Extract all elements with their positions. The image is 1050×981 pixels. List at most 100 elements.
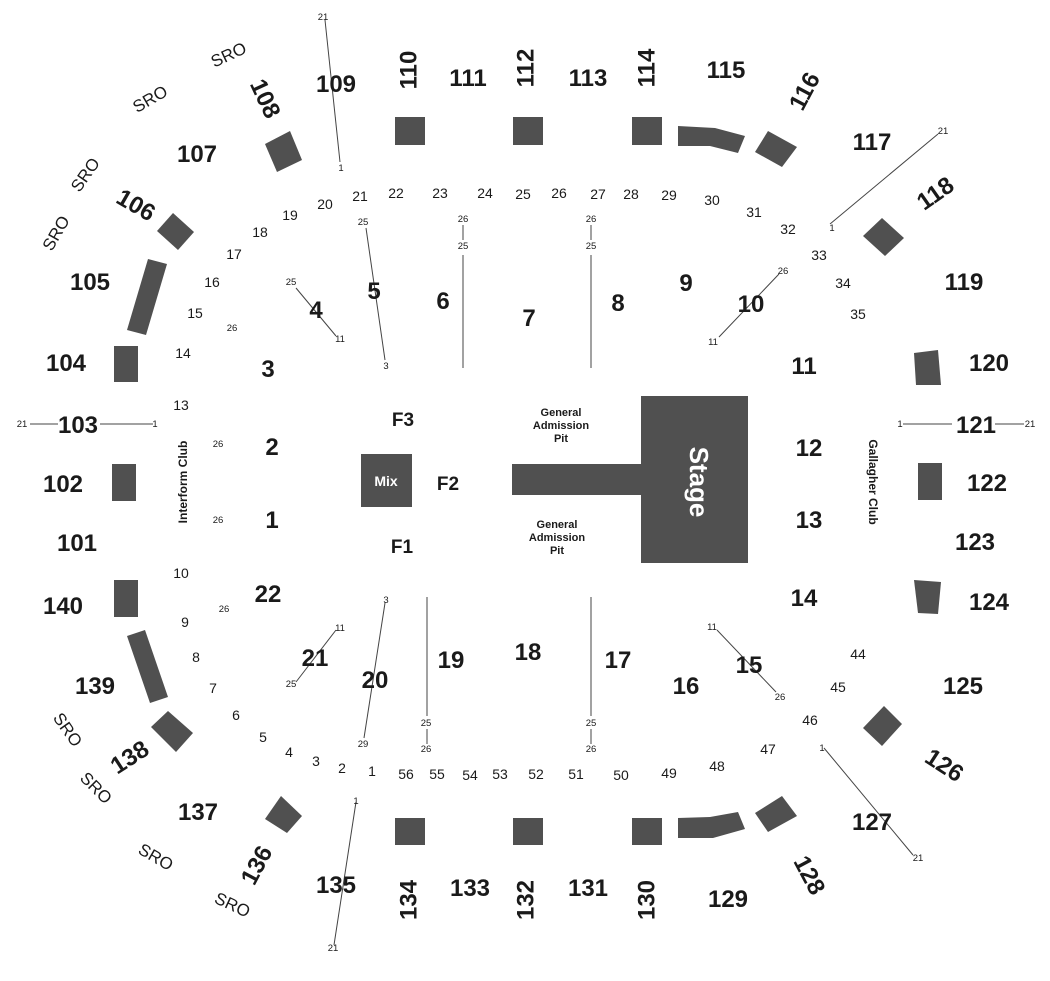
section-10[interactable]: 10: [738, 291, 765, 318]
sro-label: SRO: [39, 213, 74, 254]
section-111[interactable]: 111: [449, 65, 486, 92]
row-number-label: 13: [173, 397, 189, 413]
section-138[interactable]: 138: [106, 735, 154, 779]
ga-pit-upper[interactable]: General Admission Pit: [533, 407, 590, 445]
section-18[interactable]: 18: [515, 639, 542, 666]
section-20[interactable]: 20: [362, 667, 389, 694]
sro-label: SRO: [212, 889, 253, 922]
section-124[interactable]: 124: [969, 589, 1010, 616]
section-122[interactable]: 122: [967, 470, 1007, 497]
section-127[interactable]: 127: [852, 809, 892, 836]
section-133[interactable]: 133: [450, 875, 490, 902]
section-128[interactable]: 128: [788, 851, 831, 899]
section-137[interactable]: 137: [178, 799, 218, 826]
section-108[interactable]: 108: [244, 75, 285, 123]
section-119[interactable]: 119: [945, 269, 984, 296]
section-22[interactable]: 22: [255, 581, 282, 608]
row-number-label: 8: [192, 649, 200, 665]
section-116[interactable]: 116: [784, 68, 826, 115]
row-number-label: 21: [328, 943, 339, 954]
row-number-label: 25: [286, 679, 297, 690]
section-5[interactable]: 5: [367, 278, 380, 305]
floor-section-f1[interactable]: F1: [391, 537, 414, 558]
section-135[interactable]: 135: [316, 872, 356, 899]
section-2[interactable]: 2: [265, 434, 278, 461]
row-number-label: 16: [204, 274, 220, 290]
row-number-label: 11: [335, 623, 345, 634]
section-139[interactable]: 139: [75, 673, 115, 700]
section-132[interactable]: 132: [512, 880, 539, 920]
row-number-label: 20: [317, 196, 333, 212]
section-14[interactable]: 14: [791, 585, 818, 612]
floor-section-f2[interactable]: F2: [437, 474, 459, 495]
row-number-label: 19: [282, 207, 298, 223]
row-number-label: 1: [897, 419, 902, 430]
section-103[interactable]: 103: [58, 412, 98, 439]
section-131[interactable]: 131: [568, 875, 608, 902]
row-number-label: 25: [358, 217, 369, 228]
stage[interactable]: Stage: [512, 396, 748, 563]
row-number-label: 3: [383, 361, 388, 372]
section-17[interactable]: 17: [605, 647, 632, 674]
row-number-label: 21: [938, 126, 949, 137]
section-114[interactable]: 114: [633, 48, 660, 87]
section-16[interactable]: 16: [673, 673, 700, 700]
row-number-label: 1: [819, 743, 824, 754]
row-number-label: 1: [829, 223, 834, 234]
section-19[interactable]: 19: [438, 647, 465, 674]
section-140[interactable]: 140: [43, 593, 83, 620]
section-4[interactable]: 4: [309, 297, 323, 324]
section-15[interactable]: 15: [736, 652, 763, 679]
sro-label: SRO: [67, 154, 104, 195]
section-134[interactable]: 134: [395, 879, 422, 920]
section-136[interactable]: 136: [236, 841, 279, 889]
row-number-label: 26: [778, 266, 789, 277]
section-21[interactable]: 21: [302, 645, 329, 672]
section-117[interactable]: 117: [853, 129, 892, 156]
section-12[interactable]: 12: [796, 435, 823, 462]
row-number-label: 26: [775, 692, 786, 703]
section-118[interactable]: 118: [912, 172, 959, 216]
row-number-label: 45: [830, 679, 846, 695]
section-105[interactable]: 105: [70, 269, 110, 296]
row-number-label: 32: [780, 221, 796, 237]
section-110[interactable]: 110: [395, 51, 422, 90]
section-101[interactable]: 101: [57, 530, 97, 557]
section-129[interactable]: 129: [708, 886, 748, 913]
section-125[interactable]: 125: [943, 673, 983, 700]
section-123[interactable]: 123: [955, 529, 995, 556]
row-guide-lines: [30, 19, 1024, 946]
section-9[interactable]: 9: [679, 270, 692, 297]
section-120[interactable]: 120: [969, 350, 1009, 377]
section-112[interactable]: 112: [512, 49, 539, 88]
lower-sections: 1 2 3 4 5 6 7 8 9 10 11 12 13 14 15 16 1…: [255, 270, 823, 700]
section-3[interactable]: 3: [261, 356, 274, 383]
section-104[interactable]: 104: [46, 350, 87, 377]
row-number-label: 25: [586, 718, 597, 729]
box-numbers-top: 13 14 15 16 17 18 19 20 21 22 23 24 25 2…: [173, 185, 866, 413]
ga-pit-lower[interactable]: General Admission Pit: [529, 519, 586, 557]
section-11[interactable]: 11: [791, 353, 816, 380]
row-number-label: General: [537, 519, 578, 531]
section-106[interactable]: 106: [112, 184, 160, 227]
section-7[interactable]: 7: [522, 305, 535, 332]
row-number-label: 46: [802, 712, 818, 728]
section-113[interactable]: 113: [569, 65, 608, 92]
section-115[interactable]: 115: [707, 57, 746, 84]
section-102[interactable]: 102: [43, 471, 83, 498]
row-number-label: 21: [17, 419, 28, 430]
floor-section-f3[interactable]: F3: [392, 410, 414, 431]
row-number-label: 26: [219, 604, 230, 615]
sro-label: SRO: [76, 768, 115, 807]
section-8[interactable]: 8: [611, 290, 624, 317]
section-121[interactable]: 121: [956, 412, 996, 439]
section-107[interactable]: 107: [177, 141, 217, 168]
section-1[interactable]: 1: [265, 507, 278, 534]
section-130[interactable]: 130: [633, 880, 660, 920]
section-6[interactable]: 6: [436, 288, 449, 315]
section-13[interactable]: 13: [796, 507, 823, 534]
section-109[interactable]: 109: [316, 71, 356, 98]
row-number-label: 11: [707, 622, 717, 633]
section-126[interactable]: 126: [920, 743, 968, 787]
interform-club-label: Interform Club: [176, 441, 190, 524]
